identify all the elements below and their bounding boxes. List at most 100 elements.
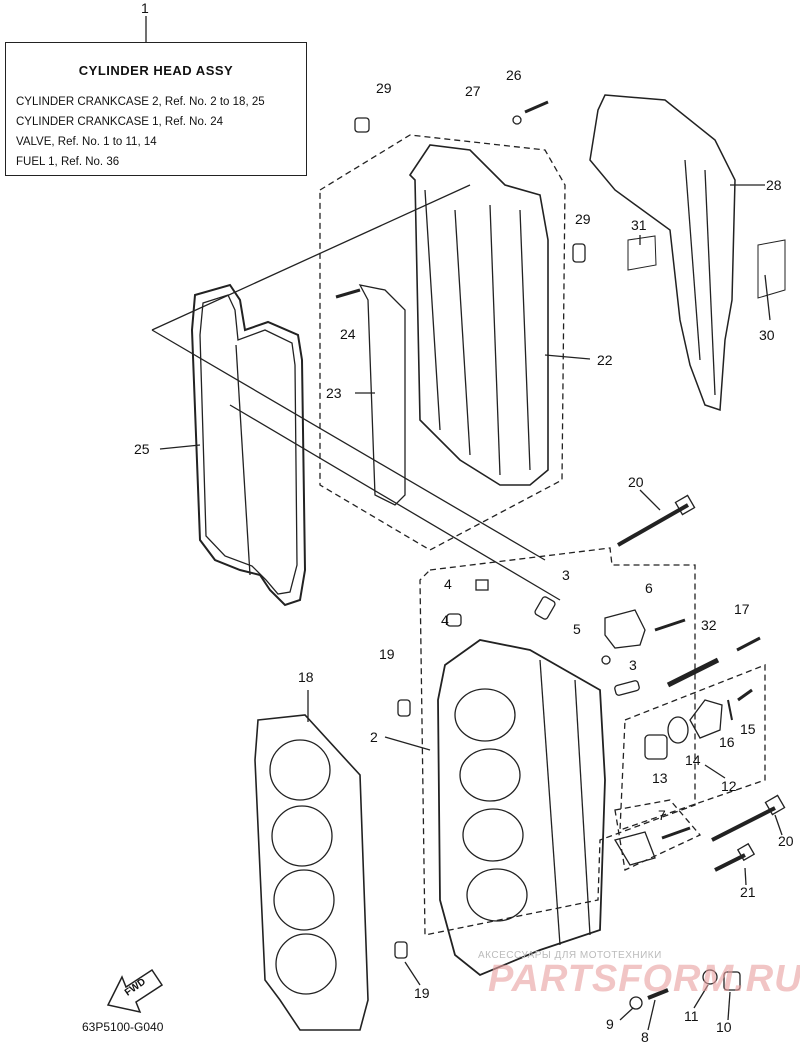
callout-21[interactable]: 21	[740, 884, 756, 900]
dowel-3a	[534, 596, 556, 620]
head-gasket-18	[254, 714, 369, 1031]
callout-12[interactable]: 12	[721, 778, 737, 794]
callout-10[interactable]: 10	[716, 1019, 732, 1035]
callout-16[interactable]: 16	[719, 734, 735, 750]
callout-6[interactable]: 6	[645, 580, 653, 596]
leader-8	[647, 999, 656, 1031]
bolt-20a	[617, 503, 689, 547]
callout-24[interactable]: 24	[340, 326, 356, 342]
bolt-20a-head	[674, 494, 696, 516]
leader-22	[544, 354, 591, 360]
callout-30[interactable]: 30	[759, 327, 775, 343]
callout-28[interactable]: 28	[766, 177, 782, 193]
washer-11	[702, 969, 718, 985]
cylinder-head-2-chamber1	[454, 688, 516, 742]
guide-line-2	[151, 329, 546, 561]
callout-18[interactable]: 18	[298, 669, 314, 685]
callout-17[interactable]: 17	[734, 601, 750, 617]
callout-22[interactable]: 22	[597, 352, 613, 368]
decal-30	[757, 239, 786, 299]
head-gasket-18-bore4	[275, 933, 337, 995]
dowel-19a	[397, 699, 411, 717]
callout-23[interactable]: 23	[326, 385, 342, 401]
legend-line: CYLINDER CRANKCASE 1, Ref. No. 24	[16, 116, 224, 128]
bolt-21	[714, 853, 746, 872]
guide-line-3	[229, 404, 561, 601]
callout-4[interactable]: 4	[444, 576, 452, 592]
gasket-seal-25	[190, 283, 307, 607]
gasket-seal-25-inner	[199, 294, 298, 595]
gasket-14	[667, 716, 689, 744]
cover-plate-28	[589, 94, 736, 412]
assembly-legend: CYLINDER HEAD ASSY CYLINDER CRANKCASE 2,…	[5, 42, 307, 176]
legend-line: FUEL 1, Ref. No. 36	[16, 156, 120, 168]
callout-13[interactable]: 13	[652, 770, 668, 786]
bolt-17	[736, 636, 761, 652]
callout-8[interactable]: 8	[641, 1029, 649, 1045]
callout-15[interactable]: 15	[740, 721, 756, 737]
callout-19[interactable]: 19	[414, 985, 430, 1001]
guide-line-1	[151, 184, 471, 331]
cylinder-head-2	[437, 639, 606, 977]
fwd-arrow-icon	[106, 968, 164, 1014]
bolt-8	[647, 988, 669, 1000]
cover-plate-28-rib2	[704, 169, 716, 396]
bolt-15	[737, 688, 753, 702]
head-gasket-18-bore1	[269, 739, 331, 801]
sleeve-4b	[446, 613, 462, 627]
gasket-seal-25-divider	[235, 344, 251, 576]
cylinder-head-2-side2	[574, 679, 591, 936]
gasket-23	[358, 284, 406, 506]
callout-2[interactable]: 2	[370, 729, 378, 745]
cylinder-head-2-chamber3	[462, 808, 524, 862]
leader-2	[384, 736, 431, 751]
bolt-20b-head	[764, 794, 786, 816]
washer-9	[629, 996, 643, 1010]
callout-32[interactable]: 32	[701, 617, 717, 633]
callout-26[interactable]: 26	[506, 67, 522, 83]
legend-line: CYLINDER CRANKCASE 2, Ref. No. 2 to 18, …	[16, 96, 265, 108]
cover-plate-28-rib	[684, 159, 701, 361]
callout-7[interactable]: 7	[658, 807, 666, 823]
callout-11[interactable]: 11	[684, 1008, 699, 1024]
valve-cover-22-rib2	[454, 209, 471, 456]
dashed-cover-envelope	[319, 134, 566, 551]
callout-19[interactable]: 19	[379, 646, 395, 662]
diagram-code: 63P5100-G040	[82, 1020, 164, 1034]
leader-11	[693, 984, 709, 1009]
callout-20[interactable]: 20	[628, 474, 644, 490]
thermostat-cover-12	[689, 699, 723, 739]
callout-1[interactable]: 1	[141, 0, 149, 16]
callout-29[interactable]: 29	[376, 80, 392, 96]
callout-14[interactable]: 14	[685, 752, 701, 768]
pin-16	[727, 699, 733, 721]
callout-29[interactable]: 29	[575, 211, 591, 227]
sensor-32	[666, 657, 720, 688]
leader-25	[159, 444, 201, 450]
callout-20[interactable]: 20	[778, 833, 794, 849]
grommet-29b	[572, 243, 586, 263]
cylinder-head-2-side	[539, 659, 561, 946]
leader-21	[744, 867, 747, 886]
bolt-26	[524, 100, 549, 114]
washer-27	[512, 115, 522, 125]
callout-27[interactable]: 27	[465, 83, 481, 99]
callout-3[interactable]: 3	[562, 567, 570, 583]
leader-30	[764, 274, 771, 321]
callout-31[interactable]: 31	[631, 217, 647, 233]
valve-cover-22-rib4	[519, 209, 531, 471]
callout-9[interactable]: 9	[606, 1016, 614, 1032]
dashed-head-envelope	[419, 547, 696, 936]
cylinder-head-2-chamber4	[466, 868, 528, 922]
watermark-tagline: АКСЕССУАРЫ ДЛЯ МОТОТЕХНИКИ	[478, 950, 662, 961]
dashed-thermostat-envelope	[619, 664, 766, 831]
callout-4[interactable]: 4	[441, 612, 449, 628]
leader-20a	[639, 489, 661, 511]
callout-3[interactable]: 3	[629, 657, 637, 673]
dowel-19b	[394, 941, 408, 959]
bolt-21-head	[736, 842, 756, 862]
leader-10	[727, 991, 731, 1021]
head-gasket-18-bore2	[271, 805, 333, 867]
callout-5[interactable]: 5	[573, 621, 581, 637]
callout-25[interactable]: 25	[134, 441, 150, 457]
